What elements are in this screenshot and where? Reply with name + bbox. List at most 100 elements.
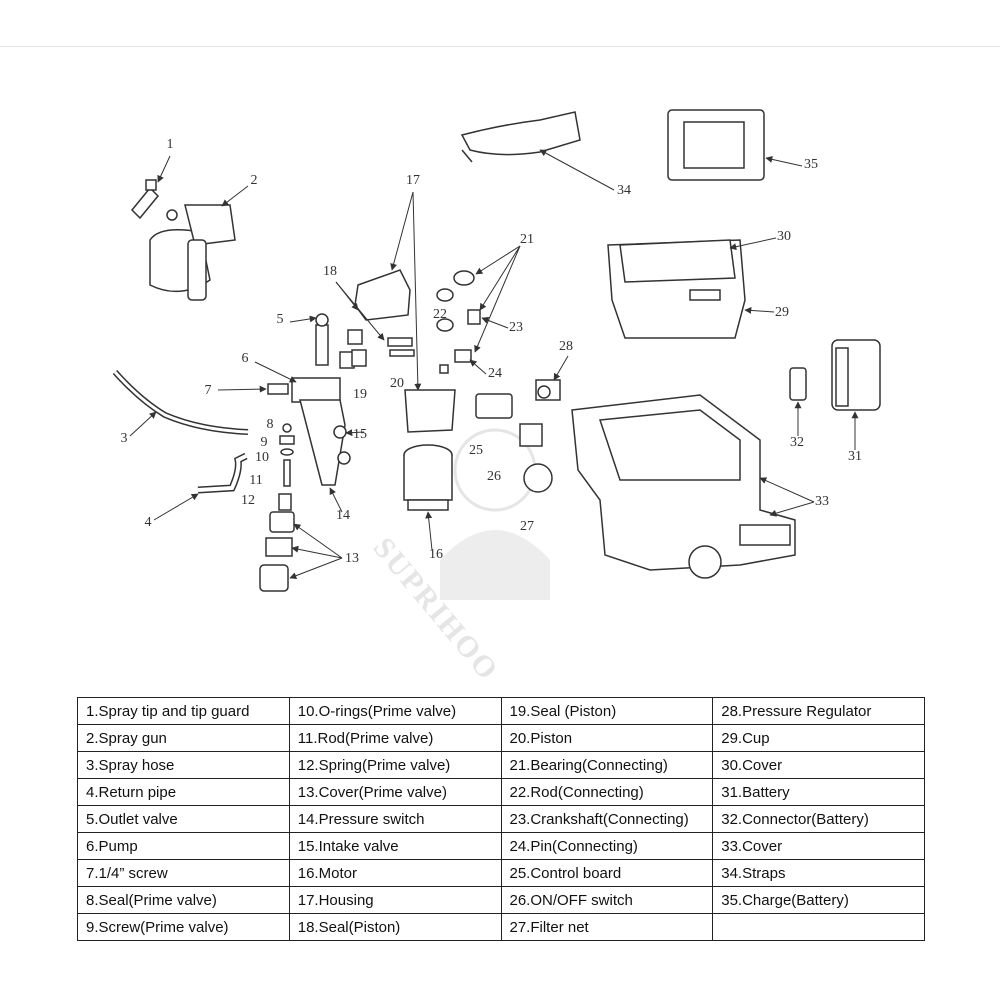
part-label-24: 24	[488, 366, 502, 381]
table-cell: 27.Filter net	[500, 913, 714, 941]
table-cell	[712, 913, 925, 941]
part-label-28: 28	[559, 339, 573, 354]
part-label-13: 13	[345, 551, 359, 566]
part-label-23: 23	[509, 320, 523, 335]
table-cell: 28.Pressure Regulator	[712, 697, 925, 725]
switch-drawing	[519, 423, 543, 447]
part-label-31: 31	[848, 449, 862, 464]
table-cell: 22.Rod(Connecting)	[500, 778, 714, 806]
prime-valve-parts-drawing	[278, 423, 295, 511]
battery-connector-drawing	[789, 367, 807, 401]
table-cell: 12.Spring(Prime valve)	[288, 751, 502, 779]
part-label-27: 27	[520, 519, 534, 534]
part-label-21: 21	[520, 232, 534, 247]
table-cell: 7.1/4” screw	[77, 859, 290, 887]
part-label-5: 5	[277, 312, 284, 327]
part-label-9: 9	[261, 435, 268, 450]
part-label-18: 18	[323, 264, 337, 279]
top-divider	[0, 46, 1000, 47]
pump-drawing	[267, 313, 351, 486]
part-label-7: 7	[205, 383, 212, 398]
control-board-drawing	[475, 393, 513, 419]
table-cell: 6.Pump	[77, 832, 290, 860]
seals-piston-drawing	[339, 329, 415, 369]
table-cell: 2.Spray gun	[77, 724, 290, 752]
part-label-26: 26	[487, 469, 501, 484]
part-label-22: 22	[433, 307, 447, 322]
part-label-34: 34	[617, 183, 631, 198]
part-label-20: 20	[390, 376, 404, 391]
table-cell: 16.Motor	[288, 859, 502, 887]
part-label-1: 1	[167, 137, 174, 152]
table-cell: 20.Piston	[500, 724, 714, 752]
table-cell: 19.Seal (Piston)	[500, 697, 714, 725]
spray-gun-drawing	[149, 204, 236, 301]
part-label-33: 33	[815, 494, 829, 509]
table-cell: 32.Connector(Battery)	[712, 805, 925, 833]
table-cell: 8.Seal(Prime valve)	[77, 886, 290, 914]
table-cell: 24.Pin(Connecting)	[500, 832, 714, 860]
spray-hose-drawing	[112, 370, 249, 435]
part-label-15: 15	[353, 427, 367, 442]
table-cell: 35.Charge(Battery)	[712, 886, 925, 914]
spray-tip-drawing	[130, 179, 160, 220]
table-cell: 34.Straps	[712, 859, 925, 887]
part-label-30: 30	[777, 229, 791, 244]
exploded-parts-diagram: SUPRIHOO	[112, 109, 881, 680]
part-label-29: 29	[775, 305, 789, 320]
table-cell: 11.Rod(Prime valve)	[288, 724, 502, 752]
table-cell: 1.Spray tip and tip guard	[77, 697, 290, 725]
charger-drawing	[667, 109, 765, 181]
part-label-12: 12	[241, 493, 255, 508]
part-label-17: 17	[406, 173, 420, 188]
part-label-8: 8	[267, 417, 274, 432]
connecting-parts-drawing	[436, 270, 481, 374]
table-cell: 13.Cover(Prime valve)	[288, 778, 502, 806]
main-cover-drawing	[571, 394, 796, 579]
pressure-regulator-drawing	[535, 379, 561, 401]
straps-drawing	[460, 111, 581, 163]
part-label-19: 19	[353, 387, 367, 402]
table-cell: 3.Spray hose	[77, 751, 290, 779]
table-row: 9.Screw(Prime valve)18.Seal(Piston)27.Fi…	[77, 913, 925, 941]
table-cell: 10.O-rings(Prime valve)	[288, 697, 502, 725]
table-cell: 18.Seal(Piston)	[288, 913, 502, 941]
battery-drawing	[831, 339, 881, 411]
leader-lines	[129, 149, 859, 580]
part-label-4: 4	[145, 515, 152, 530]
table-cell: 15.Intake valve	[288, 832, 502, 860]
table-cell: 5.Outlet valve	[77, 805, 290, 833]
part-number-labels: 1234567891011121314151617181920212223242…	[121, 137, 863, 566]
table-cell: 33.Cover	[712, 832, 925, 860]
prime-valve-cover-drawing	[259, 511, 295, 592]
part-label-10: 10	[255, 450, 269, 465]
table-cell: 29.Cup	[712, 724, 925, 752]
table-cell: 26.ON/OFF switch	[500, 886, 714, 914]
filter-net-drawing	[523, 463, 553, 493]
part-label-25: 25	[469, 443, 483, 458]
table-cell: 21.Bearing(Connecting)	[500, 751, 714, 779]
housing-drawing	[354, 269, 456, 433]
part-label-14: 14	[336, 508, 350, 523]
watermark: SUPRIHOO	[367, 428, 550, 680]
table-cell: 14.Pressure switch	[288, 805, 502, 833]
table-cell: 23.Crankshaft(Connecting)	[500, 805, 714, 833]
part-label-35: 35	[804, 157, 818, 172]
part-label-2: 2	[251, 173, 258, 188]
table-cell: 31.Battery	[712, 778, 925, 806]
part-label-3: 3	[121, 431, 128, 446]
table-cell: 17.Housing	[288, 886, 502, 914]
part-label-32: 32	[790, 435, 804, 450]
table-cell: 25.Control board	[500, 859, 714, 887]
cup-drawing	[607, 239, 746, 339]
part-label-6: 6	[242, 351, 249, 366]
